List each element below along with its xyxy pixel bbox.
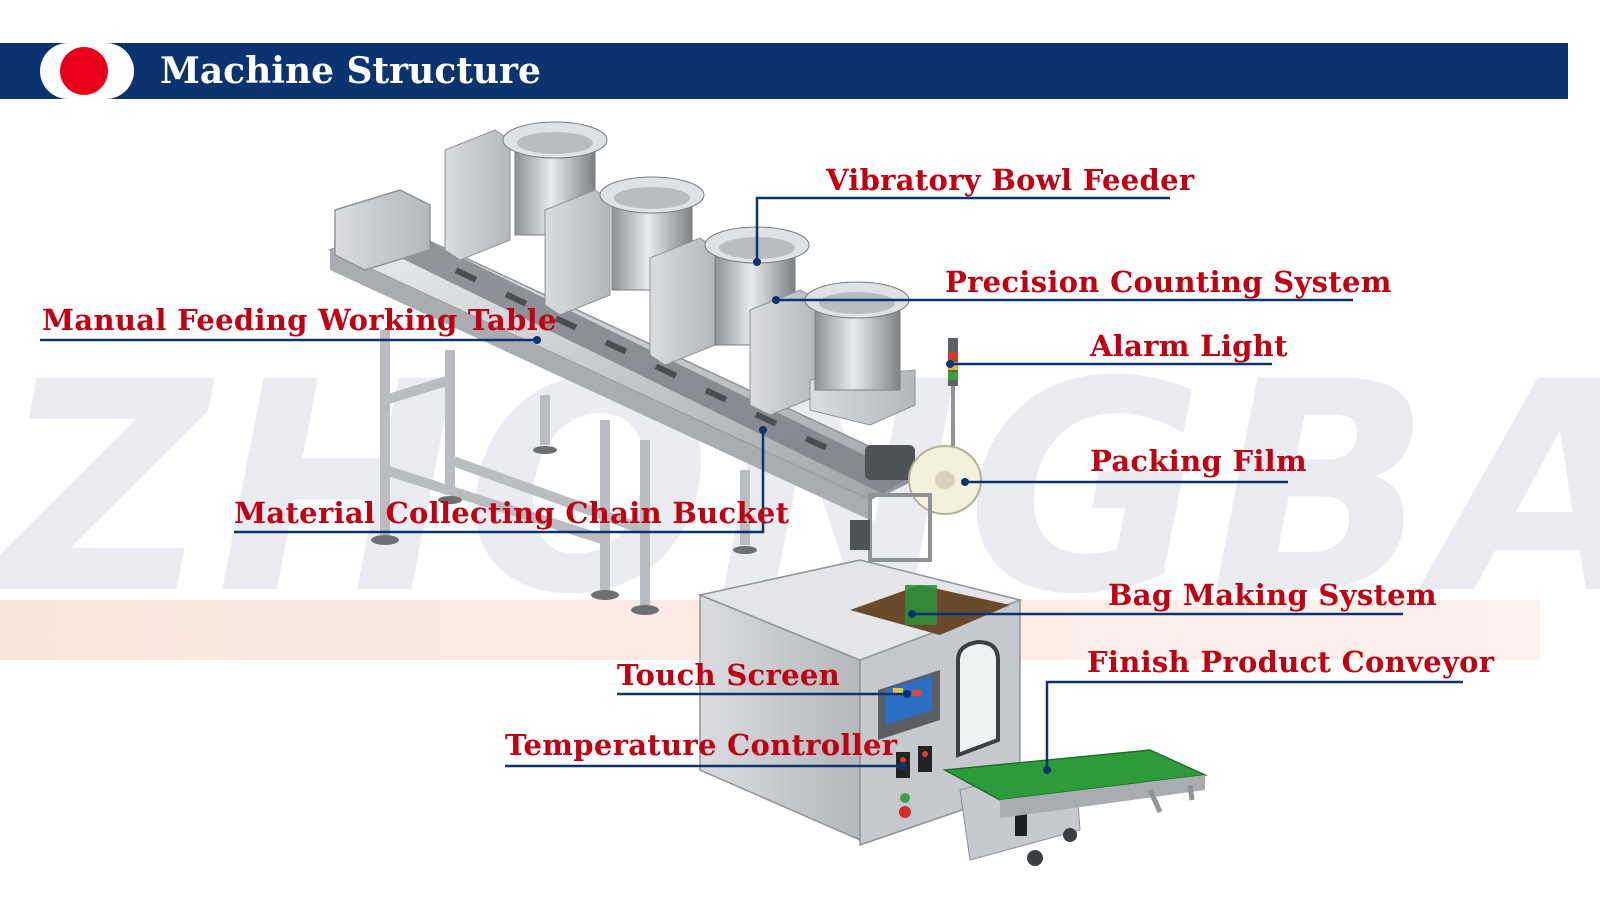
label-packing-film: Packing Film [1090,444,1307,478]
drive-box [334,189,431,271]
bowl-feeder-4 [749,281,916,426]
label-temperature-controller: Temperature Controller [505,728,898,762]
leader-lines [40,196,1463,770]
table-frame [380,330,750,605]
red-dot-icon [60,47,108,95]
wheel [1027,850,1043,866]
leader-dots [533,258,1051,774]
label-vibratory-bowl-feeder: Vibratory Bowl Feeder [826,163,1195,197]
start-button [900,793,910,803]
header-badge [40,43,134,99]
section-title: Machine Structure [160,50,541,92]
motor [865,445,915,480]
working-table-side [330,250,870,520]
alarm-light-tower [948,338,958,460]
temperature-controller-2 [918,746,932,772]
label-touch-screen: Touch Screen [617,658,840,692]
label-precision-counting-system: Precision Counting System [945,265,1392,299]
side-window [956,639,1000,758]
label-bag-making-system: Bag Making System [1108,578,1437,612]
label-alarm-light: Alarm Light [1090,329,1288,363]
stop-button [899,806,911,818]
label-finish-product-conveyor: Finish Product Conveyor [1087,645,1495,679]
leveling-feet [371,446,757,615]
label-material-collecting-chain-bucket: Material Collecting Chain Bucket [234,496,790,530]
touch-screen [885,675,932,725]
section-header: Machine Structure [0,43,1568,99]
label-manual-feeding-working-table: Manual Feeding Working Table [42,303,557,337]
chain-buckets [454,267,828,451]
